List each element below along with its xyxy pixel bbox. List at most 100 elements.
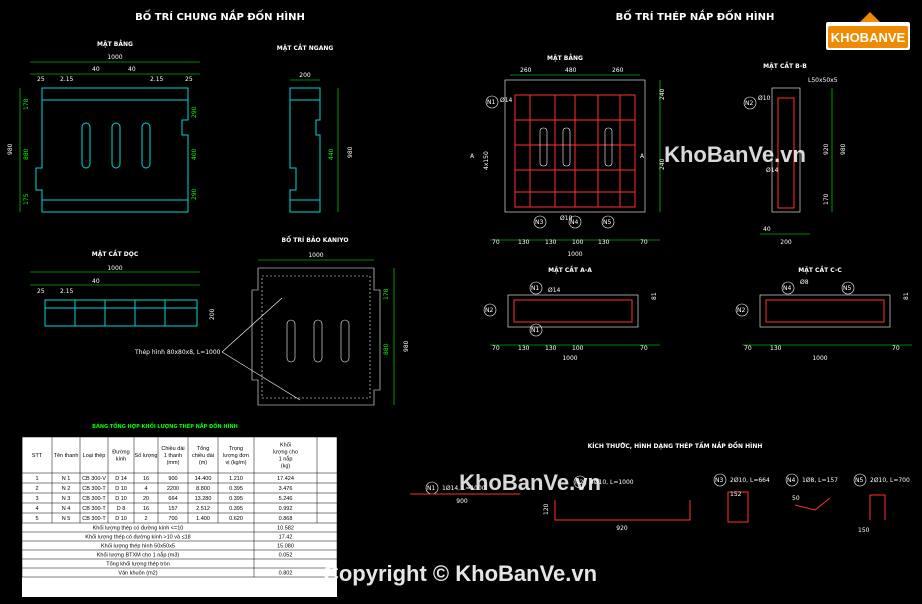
section-cc[interactable]: MẶT CẮT C-C N2 N4 N5 Ø8 70 130 1000 70 8…: [735, 266, 912, 362]
steel-plan[interactable]: MẶT BẰNG 260 480 260 N1 Ø14 N3 N4 N5 Ø10…: [470, 54, 666, 258]
shape-n2-dim: 920: [616, 525, 628, 532]
section-cc-n2: N2: [737, 307, 745, 314]
table-header-2: Loại thép: [83, 453, 106, 459]
steel-dim-70b: 70: [640, 239, 648, 246]
section-aa-dim-1000: 1000: [562, 355, 577, 362]
table-cell: CB 300-V: [82, 476, 106, 482]
plan-dim-178: 178: [23, 98, 30, 110]
table-cell: N 5: [62, 516, 71, 522]
plan-dim-880: 880: [23, 148, 30, 160]
table-cell: 2: [144, 516, 147, 522]
table-header-8: Khối: [280, 443, 291, 449]
steel-dim-130b: 130: [545, 239, 557, 246]
steel-dim-100: 100: [572, 239, 584, 246]
table-cell: 16: [143, 476, 149, 482]
long-dim-25: 25: [37, 288, 45, 295]
quantity-table[interactable]: BẢNG TỔNG HỢP KHỐI LƯỢNG THÉP NẮP ĐỐN HÌ…: [21, 422, 338, 597]
table-cell: 3.476: [279, 486, 293, 492]
table-cell: 0.395: [229, 496, 243, 502]
table-summary-label: Khối lượng thép có đường kính <=10: [93, 526, 184, 532]
section-aa-dim-130a: 130: [518, 345, 530, 352]
bar-shapes[interactable]: KÍCH THƯỚC, HÌNH DẠNG THÉP TẤM NẮP ĐỐN H…: [410, 442, 910, 534]
anchor-slot-3: [340, 319, 350, 363]
section-aa-dim-70b: 70: [640, 345, 648, 352]
shape-n1-dim: 900: [456, 498, 468, 505]
section-bb[interactable]: MẶT CẮT B-B L50x50x5 N2 Ø10 Ø14 920 980 …: [743, 62, 847, 246]
section-cc-n5: N5: [843, 285, 851, 292]
shape-n2-dim-120: 120: [543, 503, 550, 515]
long-section-label: MẶT CẮT DỌC: [92, 250, 139, 258]
section-aa-dim-70: 70: [492, 345, 500, 352]
table-cell: N 2: [62, 486, 71, 492]
table-summary-value: 17.42: [279, 535, 293, 541]
anchor-layout[interactable]: BỐ TRÍ BẢO KANIYO 1000 Thép hình 80x80x8…: [134, 236, 410, 406]
side-dim-200: 200: [299, 72, 311, 79]
shape-n3-tag: N3: [715, 477, 723, 484]
section-bb-phi14: Ø14: [766, 167, 779, 174]
table-header-6: chiều dài: [192, 453, 214, 459]
plan-view[interactable]: MẶT BẰNG 1000 25 2.15 40 40 2.15 25 980 …: [7, 40, 200, 213]
long-dim-215: 2.15: [60, 288, 74, 295]
watermark-copyright: Copyright © KhoBanVe.vn: [323, 561, 597, 586]
section-aa[interactable]: MẶT CẮT A-A N2 N1 N1 Ø14 70 130 130 100 …: [483, 266, 660, 362]
table-summary-value: 0.052: [279, 553, 293, 559]
steel-dim-260a: 260: [520, 67, 532, 74]
section-aa-label: MẶT CẮT A-A: [548, 266, 592, 274]
steel-tag-phi14: Ø14: [500, 97, 513, 104]
steel-tag-n5: N5: [603, 219, 611, 226]
section-bb-label: MẶT CẮT B-B: [763, 62, 807, 70]
plan-dim-215b: 2.15: [150, 76, 164, 83]
table-cell: N 3: [62, 496, 71, 502]
steel-dim-70: 70: [492, 239, 500, 246]
plan-outline: [35, 87, 189, 213]
anchor-slot-1: [286, 319, 296, 363]
table-cell: 1.400: [196, 516, 210, 522]
steel-dim-240a: 240: [659, 88, 666, 100]
anchor-dim-178: 178: [383, 288, 390, 300]
shape-n4-bar: [794, 497, 831, 511]
table-header-7: Trọng: [229, 446, 243, 452]
table-cell: 5.246: [279, 496, 293, 502]
shape-n4-label: 1Ø8, L=157: [802, 477, 838, 484]
side-section-label: MẶT CẮT NGANG: [277, 44, 334, 52]
plan-dim-40b: 40: [128, 66, 136, 73]
table-header-8: (kg): [281, 464, 291, 470]
table-cell: 700: [168, 516, 177, 522]
table-header-3: Đường: [112, 450, 129, 456]
section-cc-dim-70: 70: [744, 345, 752, 352]
section-aa-phi14: Ø14: [548, 287, 561, 294]
table-summary-label: Ván khuôn (m2): [118, 571, 157, 577]
shape-n2-bar: [554, 500, 691, 521]
table-cell: 8.800: [196, 486, 210, 492]
table-cell: N 4: [62, 506, 71, 512]
table-header-7: lượng đơn: [223, 453, 249, 459]
plan-dim-40a: 40: [92, 66, 100, 73]
table-cell: 2.512: [196, 506, 210, 512]
steel-tag-n1: N1: [487, 99, 495, 106]
table-cell: 20: [143, 496, 149, 502]
section-cc-rebar: [765, 299, 885, 323]
steel-dim-130c: 130: [598, 239, 610, 246]
steel-plan-outline: [504, 79, 646, 213]
section-cc-dim-70b: 70: [892, 345, 900, 352]
anchor-note: Thép hình 80x80x8, L=1000: [134, 349, 221, 356]
table-cell: 13.280: [195, 496, 212, 502]
title-general-layout: BỐ TRÍ CHUNG NẮP ĐỐN HÌNH: [135, 8, 305, 23]
table-title: BẢNG TỔNG HỢP KHỐI LƯỢNG THÉP NẮP ĐỐN HÌ…: [92, 422, 238, 430]
plan-slot-1: [81, 122, 91, 169]
table-header-4: Số lượng: [135, 453, 158, 459]
long-section[interactable]: MẶT CẮT DỌC 1000 25 2.15 40 200: [30, 250, 216, 327]
steel-dim-1000: 1000: [567, 251, 582, 258]
plan-dim-215a: 2.15: [60, 76, 74, 83]
table-cell: 0.868: [279, 516, 293, 522]
table-cell: 664: [168, 496, 177, 502]
table-cell: 16: [143, 506, 149, 512]
section-bb-n2: N2: [745, 100, 753, 107]
table-cell: 4: [144, 486, 147, 492]
plan-view-label: MẶT BẰNG: [97, 40, 133, 48]
section-bb-dim-40: 40: [763, 226, 771, 233]
side-section[interactable]: MẶT CẮT NGANG 200 440 980: [277, 44, 354, 213]
table-header-6: (m): [199, 460, 207, 466]
shape-n2-label: 4Ø10, L=1000: [590, 479, 634, 486]
